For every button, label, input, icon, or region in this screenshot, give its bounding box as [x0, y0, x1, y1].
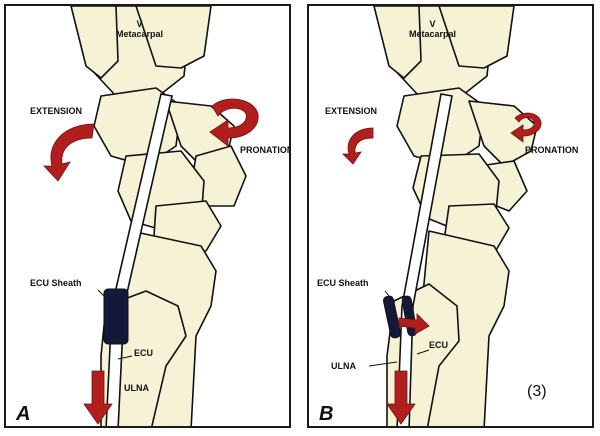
- pronation-label: PRONATION: [525, 145, 579, 155]
- ulna-label: ULNA: [331, 361, 356, 371]
- metacarpal-bone: [135, 6, 212, 69]
- wrist-illustration-b: [342, 6, 542, 426]
- ecu-sheath: [382, 295, 402, 339]
- subluxation-arrow-icon: [398, 313, 430, 335]
- ecu-sheath-label: ECU Sheath: [317, 278, 369, 288]
- pronation-arrow-icon: [510, 112, 542, 143]
- ecu-label: ECU: [134, 348, 154, 358]
- figure-note: (3): [527, 383, 547, 400]
- ecu-sheath: [103, 288, 129, 345]
- metacarpal-bone: [70, 6, 119, 79]
- ecu-label: ECU: [429, 340, 449, 350]
- extension-arrow-icon: [43, 123, 95, 182]
- ecu-tendon: [396, 93, 453, 426]
- extension-label: EXTENSION: [30, 106, 83, 116]
- metacarpal-label-line2: Metacarpal: [409, 29, 457, 39]
- panel-letter: A: [16, 403, 31, 425]
- metacarpal-label: V Metacarpal: [409, 20, 456, 39]
- metacarpal-label-line2: Metacarpal: [116, 29, 164, 39]
- metacarpal-label-line1: V: [136, 19, 143, 29]
- pull-arrow-icon: [386, 370, 416, 425]
- pull-arrow-icon: [83, 370, 113, 425]
- panel-a: V Metacarpal EXTENSION PRONATION ECU She…: [4, 4, 291, 428]
- metacarpal-bone: [373, 6, 422, 79]
- metacarpal-label: V Metacarpal: [116, 20, 163, 39]
- extension-label: EXTENSION: [325, 106, 378, 116]
- metacarpal-label-line1: V: [429, 19, 436, 29]
- panel-b: V Metacarpal EXTENSION PRONATION ECU She…: [307, 4, 594, 428]
- wrist-illustration-a: [43, 6, 259, 426]
- extension-arrow-icon: [342, 127, 374, 165]
- ulna-label: ULNA: [124, 383, 149, 393]
- panel-letter: B: [319, 403, 334, 425]
- pronation-arrow-icon: [209, 98, 259, 147]
- metacarpal-bone: [438, 6, 515, 69]
- ecu-sheath-label: ECU Sheath: [30, 278, 82, 288]
- pronation-label: PRONATION: [240, 145, 291, 155]
